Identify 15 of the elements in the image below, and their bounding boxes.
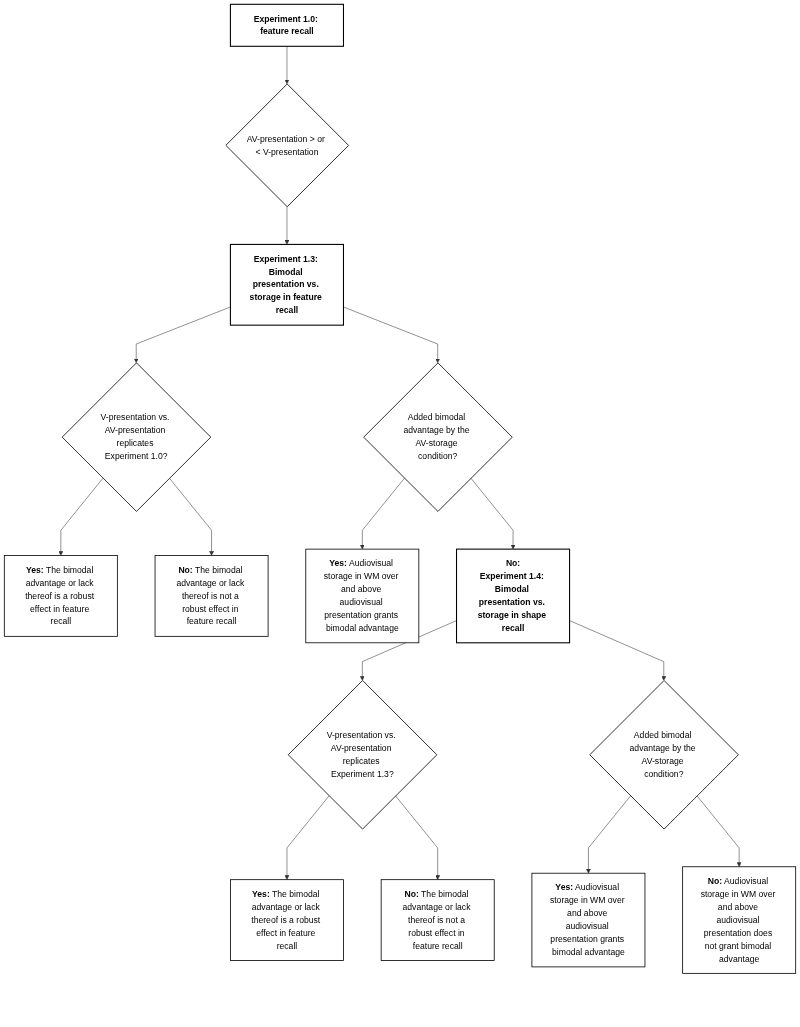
node-box: No: Experiment 1.4: Bimodal presentation vs. storage in shape recall bbox=[456, 548, 571, 644]
node-box: No: Audiovisual storage in WM over and above audiovisual presentation does not grant bimodal advantage bbox=[682, 866, 797, 974]
node-box: Experiment 1.3: Bimodal presentation vs. storage in feature recall bbox=[229, 243, 344, 326]
node-diamond: V-presentation vs. AV-presentation replicates Experiment 1.0? bbox=[61, 362, 212, 512]
node-box: Experiment 1.0: feature recall bbox=[229, 3, 344, 47]
node-diamond: Added bimodal advantage by the AV-storage condition? bbox=[589, 680, 739, 830]
node-box: Yes: The bimodal advantage or lack thereof is a robust effect in feature recall bbox=[230, 879, 344, 961]
node-box: No: The bimodal advantage or lack thereof is not a robust effect in feature recall bbox=[380, 879, 495, 961]
node-box: Yes: The bimodal advantage or lack thereof is a robust effect in feature recall bbox=[3, 555, 118, 637]
node-box: Yes: Audiovisual storage in WM over and above audiovisual presentation grants bimodal advantage bbox=[305, 548, 420, 644]
node-box: Yes: Audiovisual storage in WM over and above audiovisual presentation grants bimodal advantage bbox=[531, 872, 646, 968]
node-box: No: The bimodal advantage or lack thereof is not a robust effect in feature recall bbox=[154, 555, 269, 637]
node-diamond: V-presentation vs. AV-presentation replicates Experiment 1.3? bbox=[287, 680, 438, 830]
node-diamond: Added bimodal advantage by the AV-storage condition? bbox=[363, 362, 513, 512]
node-diamond: AV-presentation > or < V-presentation bbox=[225, 83, 349, 208]
